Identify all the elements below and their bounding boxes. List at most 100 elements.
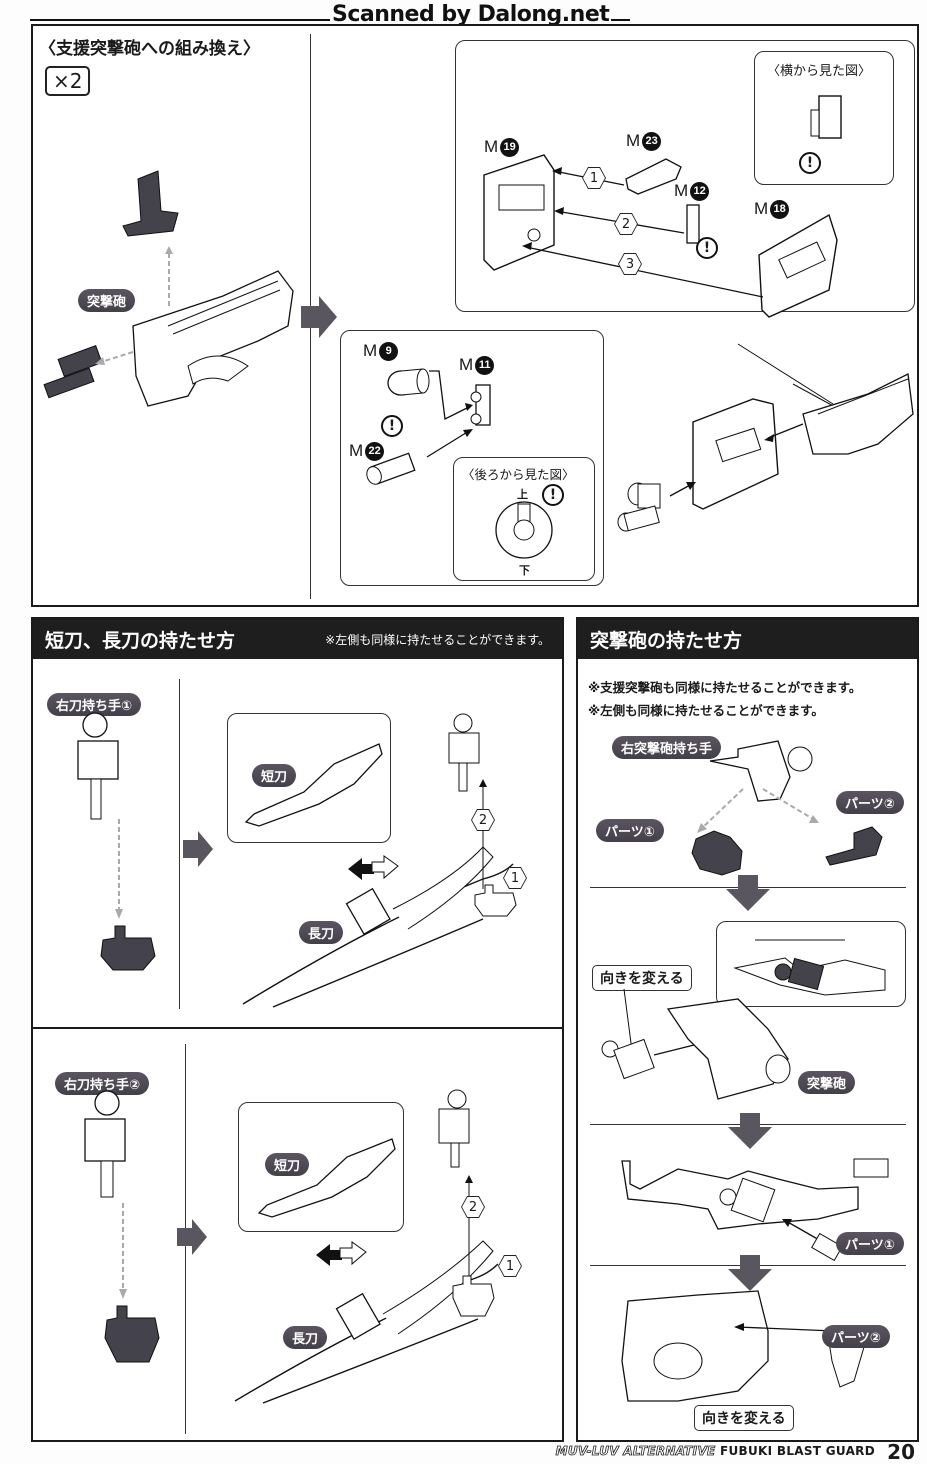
next-step-arrow [301, 296, 337, 338]
step-arrow-up [465, 1175, 473, 1285]
grip-part-2b-illustration [452, 1275, 495, 1317]
step-badge-2: 2 [614, 213, 638, 235]
cannon-holding-panel: 突撃砲の持たせ方 ※支援突撃砲も同様に持たせることができます。 ※左側も同様に持… [576, 617, 919, 1442]
cannon-section-header: 突撃砲の持たせ方 [578, 619, 917, 659]
grip-part-1-illustration [100, 925, 156, 971]
section-title-conversion: 〈支援突撃砲への組み換え〉 [39, 39, 260, 59]
cannon-part1-step-illustration [621, 1158, 889, 1262]
hand-label-2: 右刀持ち手② [55, 1072, 150, 1095]
step-badge-2: 2 [471, 809, 495, 831]
part-label-m23: M 23 [626, 131, 662, 151]
step-badge-2: 2 [461, 1196, 485, 1218]
part-m23-illustration [625, 158, 682, 195]
grip-detail-callout [716, 921, 906, 1007]
blade-section-title: 短刀、長刀の持たせ方 [45, 629, 236, 652]
step-arrow-up [479, 779, 487, 889]
blade-hand-2b-illustration [438, 1089, 470, 1168]
footer-brand: MUV-LUV ALTERNATIVE FUBUKI BLAST GUARD [555, 1444, 875, 1459]
rear-view-title: 〈後ろから見た図〉 [462, 467, 575, 482]
short-blade-illustration [244, 743, 383, 827]
part-number-badge: 9 [379, 341, 399, 361]
assault-cannon-illustration [132, 270, 294, 407]
short-blade-callout-2: 短刀 [238, 1102, 404, 1232]
side-view-title: 〈横から見た図〉 [767, 64, 872, 79]
page-number: 20 [887, 1440, 915, 1464]
hand-label-1: 右刀持ち手① [47, 693, 142, 716]
part-number-badge: 19 [500, 137, 520, 157]
barrel-parts-illustration [366, 368, 491, 485]
support-cannon-assembly-illustration [617, 343, 914, 532]
rear-view-illustration [495, 501, 553, 559]
blade-hand-1b-illustration [448, 713, 480, 792]
watermark: Scanned by Dalong.net [330, 2, 612, 27]
row-divider [33, 1027, 562, 1029]
grip-part-1b-illustration [474, 884, 517, 917]
cannon-hand-illustration [709, 740, 813, 802]
long-blade-illustration [234, 1240, 499, 1404]
dashed-arrows-split [697, 788, 819, 833]
part-m18-illustration [758, 213, 838, 318]
rear-view-label-bottom: 下 [519, 564, 530, 577]
down-arrow-2 [728, 1113, 772, 1149]
rotate-label-1: 向きを変える [592, 965, 692, 991]
barrel-assembly-callout: M 9 M 11 M 22 ! 〈後ろから見た図〉 [340, 330, 604, 586]
short-blade-label: 短刀 [265, 1153, 310, 1176]
part-number-badge: 22 [365, 441, 385, 461]
step-badge-1: 1 [498, 1255, 522, 1277]
cannon-part2-step-illustration [621, 1290, 865, 1402]
blade-hand-1-illustration [77, 712, 119, 820]
blade-section-header: 短刀、長刀の持たせ方 ※左側も同様に持たせることができます。 [33, 619, 562, 659]
warning-icon: ! [799, 152, 821, 174]
step-badge-1: 1 [503, 867, 527, 889]
part1-illustration [691, 830, 743, 876]
step4-part-label: パーツ② [822, 1325, 890, 1348]
blade-holding-panel: 短刀、長刀の持たせ方 ※左側も同様に持たせることができます。 右刀持ち手① 短刀… [31, 617, 564, 1442]
cannon-grip-step-illustration [601, 988, 791, 1100]
grip-part-2-illustration [104, 1305, 160, 1363]
dashed-arrow-up [165, 246, 173, 306]
step-badge-3: 3 [618, 253, 642, 275]
down-arrow-3 [728, 1255, 772, 1291]
cannon-note-2: ※左側も同様に持たせることができます。 [588, 703, 824, 718]
part1-label: パーツ① [596, 819, 664, 842]
part2-label: パーツ② [836, 791, 904, 814]
blade-section-note: ※左側も同様に持たせることができます。 [325, 632, 550, 647]
assembly-arrows [522, 167, 764, 298]
warning-icon: ! [381, 415, 403, 437]
part-label-m12: M 12 [674, 181, 710, 201]
dashed-arrow-down [115, 819, 123, 919]
part-m12-illustration [686, 204, 700, 244]
next-step-arrow [177, 1219, 207, 1255]
step3-part-label: パーツ① [836, 1232, 904, 1255]
footer-series: MUV-LUV ALTERNATIVE [555, 1444, 716, 1459]
dashed-arrow-down [119, 1203, 127, 1299]
rear-view-callout: 〈後ろから見た図〉 上 ! 下 [453, 457, 595, 581]
part-number-badge: 23 [642, 131, 662, 151]
magazine-part-illustration [122, 170, 179, 237]
part-label-m9: M 9 [363, 341, 399, 361]
footer-product: FUBUKI BLAST GUARD [720, 1444, 875, 1458]
warning-icon: ! [696, 237, 718, 259]
down-arrow-1 [726, 875, 770, 911]
step-badge-1: 1 [582, 167, 606, 189]
part-m19-illustration [483, 154, 555, 271]
row1-divider [179, 679, 180, 1009]
warning-icon: ! [542, 484, 564, 506]
rotate-label-2: 向きを変える [694, 1405, 794, 1431]
part-number-badge: 12 [690, 181, 710, 201]
short-blade-illustration [257, 1138, 396, 1218]
part-label-m19: M 19 [484, 137, 520, 157]
dashed-arrow-left [95, 351, 134, 365]
cannon-section-title: 突撃砲の持たせ方 [590, 629, 743, 652]
long-blade-label: 長刀 [299, 921, 344, 944]
conversion-panel: 〈支援突撃砲への組み換え〉 ×2 突撃砲 M 19 M 23 [31, 24, 919, 607]
part-label-m11: M 11 [459, 355, 495, 375]
swap-arrows-icon [316, 1241, 367, 1266]
blade-hand-2-illustration [84, 1090, 126, 1198]
short-blade-label: 短刀 [252, 764, 297, 787]
part-label-m18: M 18 [754, 199, 790, 219]
part2-illustration [825, 826, 883, 866]
part-number-badge: 11 [475, 355, 495, 375]
barrel-part-illustration [43, 345, 103, 399]
short-blade-callout-1: 短刀 [227, 713, 391, 843]
